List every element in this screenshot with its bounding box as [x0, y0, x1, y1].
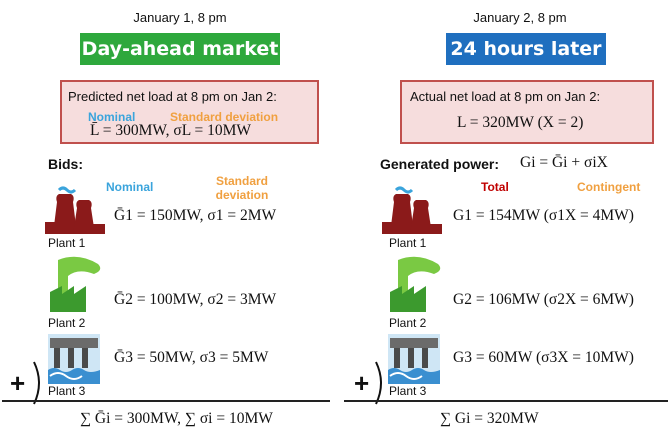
plant-2-label: Plant 2	[389, 316, 427, 330]
left-sum-rule	[2, 400, 330, 402]
actual-load-formula: L = 320MW (X = 2)	[457, 114, 584, 131]
std-label: Standard deviation	[170, 110, 279, 124]
contingent-label: Contingent	[577, 180, 641, 194]
nominal-label: Nominal	[88, 110, 136, 124]
factory-plant-icon	[50, 256, 101, 312]
plant-3-generated-formula: G3 = 60MW (σ3X = 10MW)	[453, 349, 634, 366]
nuclear-plant-icon	[45, 186, 105, 234]
generated-power-formula: Gi = Ḡi + σiX	[520, 154, 608, 171]
hydro-plant-icon	[388, 334, 440, 384]
right-plus-sign: +	[354, 368, 370, 398]
plant-2-bid-formula: Ḡ2 = 100MW, σ2 = 3MW	[114, 291, 277, 308]
hydro-plant-icon	[48, 334, 100, 384]
left-sum-formula: ∑ Ḡi = 300MW, ∑ σi = 10MW	[80, 410, 273, 427]
bids-label: Bids:	[48, 156, 83, 172]
actual-load-title: Actual net load at 8 pm on Jan 2:	[410, 89, 601, 104]
right-date: January 2, 8 pm	[473, 10, 567, 25]
actual-load-box: Actual net load at 8 pm on Jan 2: L = 32…	[400, 80, 654, 144]
factory-plant-icon	[390, 256, 441, 312]
right-sum-formula: ∑ Gi = 320MW	[440, 410, 539, 427]
left-date: January 1, 8 pm	[133, 10, 227, 25]
plant-1-bid-formula: Ḡ1 = 150MW, σ1 = 2MW	[114, 207, 277, 224]
plant-3-bid-formula: Ḡ3 = 50MW, σ3 = 5MW	[114, 349, 269, 366]
plant-3-label: Plant 3	[48, 384, 86, 398]
left-banner: Day-ahead market	[80, 33, 280, 65]
col-std-label: Standard deviation	[215, 174, 269, 202]
generated-power-label: Generated power:	[380, 156, 500, 172]
left-plus-sign: +	[10, 368, 26, 398]
plant-1-label: Plant 1	[389, 236, 427, 250]
plant-3-label: Plant 3	[389, 384, 427, 398]
plant-1-generated-formula: G1 = 154MW (σ1X = 4MW)	[453, 207, 634, 224]
predicted-load-formula: L̄ = 300MW, σL = 10MW	[90, 122, 252, 139]
plant-2-generated-formula: G2 = 106MW (σ2X = 6MW)	[453, 291, 634, 308]
total-label: Total	[481, 180, 509, 194]
right-sum-rule	[344, 400, 668, 402]
predicted-load-title: Predicted net load at 8 pm on Jan 2:	[68, 89, 277, 104]
right-banner: 24 hours later	[446, 33, 606, 65]
nuclear-plant-icon	[382, 186, 442, 234]
col-nominal-label: Nominal	[106, 180, 154, 194]
plant-2-label: Plant 2	[48, 316, 86, 330]
plant-1-label: Plant 1	[48, 236, 86, 250]
predicted-load-box: Predicted net load at 8 pm on Jan 2: Nom…	[60, 80, 319, 144]
